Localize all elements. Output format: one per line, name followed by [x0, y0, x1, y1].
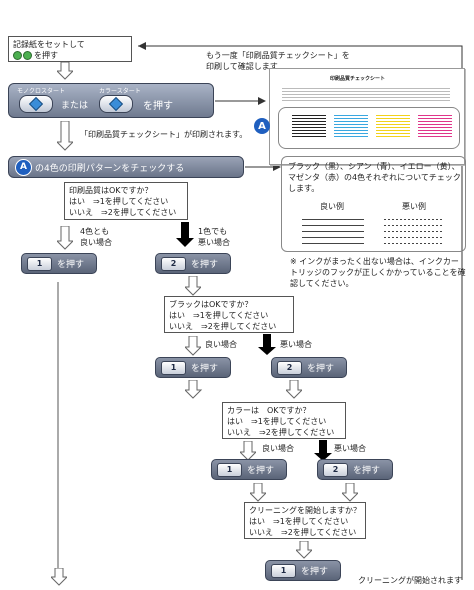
ink-note: ※ インクがまったく出ない場合は、インクカートリッジのフックが正しくかかっている…: [290, 257, 466, 288]
sheet-instructions: [282, 86, 450, 102]
printed-note: 「印刷品質チェックシート」が印刷されます。: [80, 130, 248, 139]
key-1: 1: [161, 360, 186, 375]
bad-case-label: 悪い場合: [280, 340, 312, 349]
reprint-note: もう一度「印刷品質チェックシート」を 印刷して確認します: [206, 51, 350, 71]
q1-quality-box: 印刷品質はOKですか？ はい ⇒1を押してください いいえ ⇒2を押してください: [64, 182, 188, 220]
check-pattern-step: A の4色の印刷パターンをチェックする: [8, 156, 244, 178]
q2-black-box: ブラックはOKですか？ はい ⇒1を押してください いいえ ⇒2を押してください: [164, 296, 294, 333]
press-text: を押す: [191, 364, 219, 374]
cyan-pattern: [334, 113, 368, 139]
down-arrow: [51, 568, 67, 586]
down-arrow: [57, 121, 73, 151]
load-paper-text: 記録紙をセットして: [13, 40, 85, 49]
press-text: を押す: [34, 51, 58, 60]
down-arrow: [342, 483, 358, 502]
start-diamond-icon: [28, 96, 44, 112]
down-arrow-filled: [314, 440, 332, 461]
good-example-label: 良い例: [320, 202, 344, 211]
down-arrow-filled: [176, 222, 194, 247]
good-example-pattern: [302, 214, 364, 248]
press-text: を押す: [307, 364, 335, 374]
down-arrow: [185, 336, 201, 356]
press-2-button[interactable]: 2 を押す: [317, 459, 393, 480]
mono-start-label: モノクロスタート: [17, 88, 66, 95]
key-2: 2: [323, 462, 348, 477]
press-1-button[interactable]: 1 を押す: [265, 560, 341, 581]
cleaning-start-note: クリーニングが開始されます: [358, 576, 462, 585]
down-arrow: [57, 226, 73, 250]
key-1: 1: [27, 256, 52, 271]
key-2: 2: [277, 360, 302, 375]
bad-case-label: 悪い場合: [334, 444, 366, 453]
press-text: を押す: [191, 260, 219, 270]
q3-color-box: カラーは OKですか？ はい ⇒1を押してください いいえ ⇒2を押してください: [222, 402, 346, 439]
press-text: を押す: [57, 260, 85, 270]
press-text: を押す: [143, 101, 173, 112]
sheet-marker-a: A: [254, 118, 270, 134]
press-2-button[interactable]: 2 を押す: [271, 357, 347, 378]
key-1: 1: [217, 462, 242, 477]
color-check-info-box: ブラック（黒）、シアン（青）、イエロー（黄）、マゼンタ（赤）の4色それぞれについ…: [281, 156, 466, 252]
magenta-pattern: [418, 113, 452, 139]
good-case-label: 良い場合: [262, 444, 294, 453]
q1-ng-label: 1色でも 悪い場合: [198, 227, 230, 247]
or-text: または: [61, 101, 89, 111]
press-text: を押す: [247, 466, 275, 476]
start-diamond-icon: [108, 96, 124, 112]
black-pattern: [292, 113, 326, 139]
info-text: ブラック（黒）、シアン（青）、イエロー（黄）、マゼンタ（赤）の4色それぞれについ…: [288, 162, 461, 193]
start-panel: モノクロスタート カラースタート または を押す: [8, 83, 214, 118]
bad-example-label: 悪い例: [402, 202, 426, 211]
down-arrow: [296, 541, 312, 559]
diagonal-arrow: [185, 380, 203, 399]
color-start-label: カラースタート: [99, 88, 141, 95]
press-1-button[interactable]: 1 を押す: [155, 357, 231, 378]
yellow-pattern: [376, 113, 410, 139]
bad-example-pattern: [382, 214, 444, 248]
press-text: を押す: [353, 466, 381, 476]
down-arrow: [57, 62, 73, 80]
press-1-button[interactable]: 1 を押す: [211, 459, 287, 480]
check-step-text: の4色の印刷パターンをチェックする: [35, 163, 185, 174]
good-case-label: 良い場合: [205, 340, 237, 349]
down-arrow: [250, 483, 266, 502]
sheet-pattern-area: [278, 107, 460, 149]
press-2-button[interactable]: 2 を押す: [155, 253, 231, 274]
mono-start-button[interactable]: [19, 95, 53, 113]
color-start-button[interactable]: [99, 95, 133, 113]
down-arrow-filled: [258, 334, 276, 355]
down-arrow: [185, 276, 201, 296]
key-2: 2: [161, 256, 186, 271]
marker-a-icon: A: [15, 158, 32, 176]
diagonal-arrow: [286, 380, 302, 399]
sheet-title: 印刷品質チェックシート: [330, 76, 386, 82]
press-1-button[interactable]: 1 を押す: [21, 253, 97, 274]
q1-ok-label: 4色とも 良い場合: [80, 227, 112, 247]
q4-cleaning-box: クリーニングを開始しますか？ はい ⇒1を押してください いいえ ⇒2を押してく…: [244, 502, 366, 539]
key-1: 1: [271, 563, 296, 578]
press-text: を押す: [301, 567, 329, 577]
load-paper-box: 記録紙をセットして を押す: [8, 36, 132, 62]
down-arrow: [240, 441, 256, 461]
start-buttons-icon: [13, 51, 32, 60]
check-sheet-image: 印刷品質チェックシート: [269, 68, 465, 165]
